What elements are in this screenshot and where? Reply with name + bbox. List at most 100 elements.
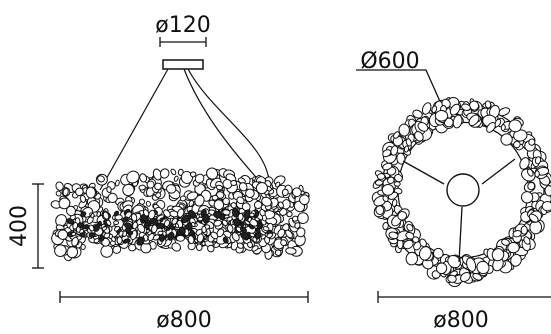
canopy-diameter-label: ø120	[155, 13, 210, 38]
crystal-drop	[241, 202, 251, 212]
crystal-drop	[207, 244, 215, 253]
crystal-drop	[261, 214, 267, 222]
crystal-drop	[414, 131, 424, 142]
crystal-drop	[277, 228, 286, 238]
crystal-drop	[197, 216, 204, 222]
inner-ring-dimension: Ø600	[356, 49, 443, 107]
crystal-drop	[102, 211, 110, 220]
crystal-drop	[393, 131, 400, 139]
crystal-drop	[534, 170, 540, 178]
crystal-drop	[486, 121, 496, 133]
crystal-drop	[520, 191, 534, 204]
crystal-drop	[62, 187, 69, 197]
crystal-drop	[66, 246, 79, 259]
crystal-drop	[113, 220, 120, 226]
crystal-drop	[118, 230, 124, 237]
crystal-drop	[163, 209, 171, 218]
crystal-drop	[500, 133, 513, 146]
crystal-drop	[523, 236, 531, 245]
crystal-drop	[215, 184, 223, 191]
crystal-drop	[138, 198, 146, 205]
crystal-drop	[266, 232, 274, 239]
crystal-drop	[382, 222, 389, 230]
crystal-drop	[66, 205, 76, 217]
crystal-drop	[253, 200, 263, 210]
crystal-drop	[510, 253, 522, 267]
crystal-drop	[130, 213, 138, 222]
crystal-drop	[397, 211, 408, 221]
crystal-drop	[398, 123, 410, 137]
crystal-drop	[75, 187, 84, 197]
crystal-drop	[219, 213, 225, 221]
crystal-drop	[394, 173, 403, 183]
crystal-drop	[405, 138, 412, 147]
crystal-drop	[275, 181, 281, 188]
crystal-drop	[402, 239, 414, 250]
crystal-drop	[500, 124, 506, 132]
crystal-drop	[432, 247, 444, 259]
crystal-drop	[231, 207, 240, 218]
crystal-drop	[541, 200, 551, 212]
crystal-drop	[216, 191, 225, 199]
crystal-drop	[191, 221, 196, 228]
crystal-drop	[174, 223, 180, 229]
canopy-dimension: ø120	[155, 13, 211, 47]
crystal-drop	[491, 248, 505, 262]
crystal-drop	[142, 209, 150, 217]
crystal-drop	[405, 231, 415, 240]
crystal-drop	[152, 234, 160, 241]
crystal-drop	[90, 213, 95, 219]
crystal-drop	[527, 181, 536, 191]
crystal-drop	[195, 243, 203, 252]
crystal-drop	[99, 234, 105, 242]
crystal-drop	[97, 175, 105, 183]
crystal-drop	[80, 211, 87, 218]
crystal-drop	[122, 216, 129, 223]
crystal-drop	[403, 145, 410, 153]
ceiling-canopy	[162, 59, 204, 70]
crystal-drop	[466, 257, 477, 272]
crystal-drop	[196, 233, 204, 243]
crystal-drop	[115, 179, 120, 187]
crystal-drop	[106, 186, 112, 193]
crystal-drop	[55, 190, 62, 197]
crystal-drop	[240, 232, 250, 240]
crystal-drop	[77, 222, 84, 227]
crystal-drop	[484, 100, 492, 109]
crystal-drop	[146, 180, 155, 189]
side-width-dimension: ø800	[59, 291, 309, 333]
side-view: ø120 400 ø800	[7, 13, 310, 333]
crystal-drop	[294, 222, 301, 229]
crystal-drop	[154, 182, 162, 191]
crystal-drop	[382, 162, 393, 171]
crystal-drop	[376, 173, 386, 180]
crystal-drop	[285, 247, 297, 255]
crystal-drop	[97, 220, 102, 227]
crystal-drop	[167, 231, 175, 241]
crystal-drop	[277, 201, 284, 209]
crystal-drop	[184, 224, 190, 229]
crystal-drop	[171, 217, 178, 225]
crystal-drop	[406, 223, 414, 232]
crystal-drop	[206, 167, 219, 180]
crystal-drop	[230, 202, 237, 209]
crystal-drop	[434, 109, 449, 122]
crystal-drop	[124, 238, 131, 244]
crystal-drop	[447, 255, 461, 269]
crystal-drop	[71, 231, 77, 237]
crystal-drop	[176, 208, 185, 218]
crystal-drop	[179, 195, 187, 202]
crystal-drop	[247, 216, 252, 223]
crystal-drop	[211, 194, 219, 201]
crystal-drop	[88, 224, 95, 232]
crystal-drop	[274, 249, 282, 257]
crystal-drop	[181, 214, 190, 224]
crystal-drop	[507, 241, 520, 254]
crystal-drop	[55, 181, 64, 191]
crystal-drop	[245, 188, 255, 199]
crystal-drop	[137, 223, 146, 233]
central-hub	[446, 173, 480, 207]
crystal-drop	[108, 233, 113, 240]
crystal-drop	[285, 229, 293, 239]
crystal-drop	[113, 210, 120, 217]
